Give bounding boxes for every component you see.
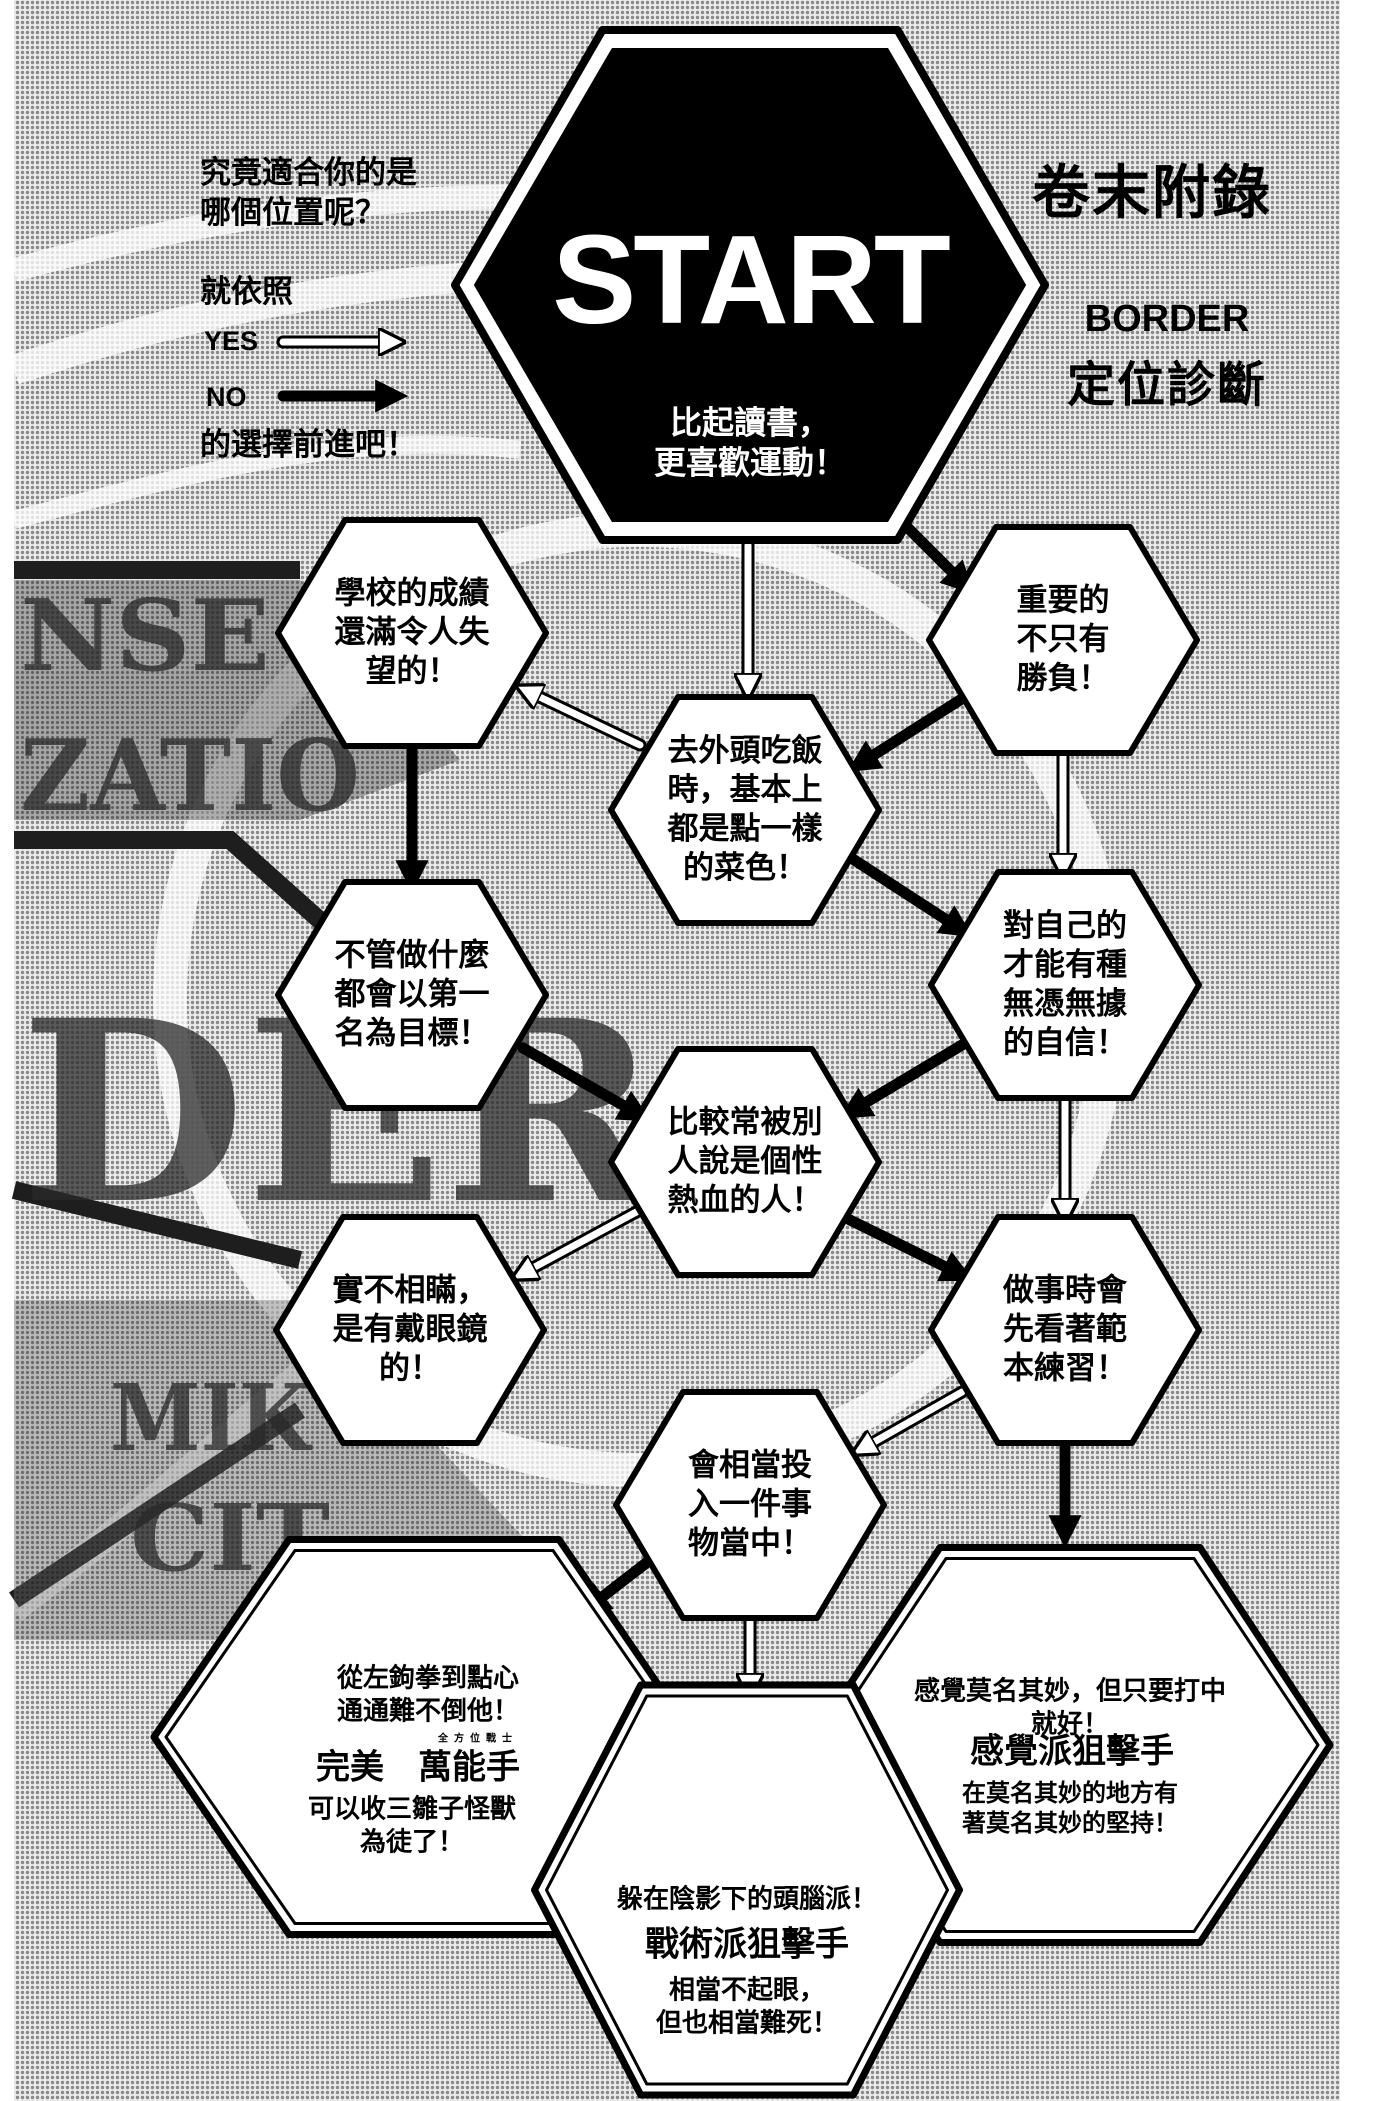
question-immerse: 會相當投 入一件事 物當中！: [688, 1447, 812, 1562]
bg-word-nse: NSE: [20, 579, 270, 694]
question-winning-hexagon: [926, 524, 1200, 756]
question-first-hexagon: [275, 879, 549, 1111]
result-tactical-hexagon-inner: [545, 1694, 949, 2086]
question-glasses: 實不相瞞， 是有戴眼鏡 的！: [332, 1272, 488, 1387]
start-question: 比起讀書， 更喜歡運動！: [653, 403, 847, 482]
result-intuitive-note: 在莫名其妙的地方有 著莫名其妙的堅持！: [962, 1778, 1178, 1837]
start-label: START: [552, 209, 951, 350]
result-allrounder-title: 完美 萬能手: [316, 1747, 520, 1788]
arrow-hot-no: [844, 1214, 974, 1282]
arrow-talent-no: [838, 1039, 968, 1119]
question-talent-hexagon: [928, 869, 1202, 1101]
question-first: 不管做什麼 都會以第一 名為目標！: [334, 937, 490, 1052]
question-hot: 比較常被別 人說是個性 熱血的人！: [667, 1104, 823, 1219]
appendix-title: 卷末附錄: [1031, 158, 1273, 227]
arrow-winning-no: [846, 694, 966, 773]
result-intuitive-title: 感覺派狙擊手: [970, 1731, 1174, 1772]
start-hexagon: [474, 48, 1026, 522]
arrow-eating-yes: [525, 690, 644, 749]
legend-no-label: NO: [206, 382, 247, 412]
question-immerse-hexagon: [613, 1389, 887, 1621]
question-example: 做事時會 先看著範 本練習！: [1003, 1272, 1127, 1387]
legend-yes-label: YES: [204, 326, 259, 356]
question-hot-hexagon: [608, 1046, 882, 1278]
arrow-first-no: [517, 1042, 652, 1122]
diagnosis-title: 定位診斷: [1066, 356, 1268, 413]
result-intuitive-tagline: 感覺莫名其妙，但只要打中就好！: [913, 1676, 1226, 1739]
result-allrounder-tagline: 從左鉤拳到點心 通通難不倒他！: [336, 1663, 520, 1726]
bg-word-mik: MIK: [110, 1364, 313, 1472]
question-eating: 去外頭吃飯 時，基本上 都是點一樣 的菜色！: [667, 732, 823, 887]
arrow-start-no: [899, 519, 975, 595]
intro-text: 究竟適合你的是 哪個位置呢？: [200, 155, 417, 232]
result-intuitive-hexagon: [806, 1544, 1334, 1946]
question-winning: 重要的 不只有 勝負！: [1016, 582, 1110, 697]
flow-nodes: [150, 26, 1334, 2099]
arrow-example-yes: [860, 1388, 966, 1450]
question-glasses-hexagon: [273, 1214, 547, 1446]
question-grades: 學校的成績 還滿令人失 望的！: [334, 575, 490, 690]
border-title: BORDER: [1084, 298, 1250, 341]
question-talent: 對自己的 才能有種 無憑無據 的自信！: [1003, 907, 1127, 1062]
question-example-hexagon: [928, 1214, 1202, 1446]
result-allrounder-ruby: 全方位戰士: [438, 1733, 518, 1745]
result-tactical-tagline: 躲在陰影下的頭腦派！: [616, 1884, 878, 1915]
result-allrounder-note: 可以收三雛子怪獸 為徒了！: [307, 1794, 517, 1857]
result-tactical-note: 相當不起眼， 但也相當難死！: [655, 1975, 839, 2038]
bg-word-zatio: ZATIO: [20, 719, 360, 834]
question-eating-hexagon: [608, 694, 882, 926]
result-tactical-title: 戰術派狙擊手: [645, 1924, 849, 1965]
result-intuitive-hexagon-inner: [820, 1557, 1320, 1933]
result-tactical-hexagon: [531, 1681, 963, 2099]
arrow-hot-yes: [520, 1206, 644, 1275]
flow-arrows: [276, 342, 1082, 1690]
proceed-text: 的選擇前進吧！: [200, 427, 417, 463]
arrow-eating-no: [836, 846, 974, 938]
question-grades-hexagon: [275, 517, 549, 749]
follow-text: 就依照: [200, 274, 293, 310]
